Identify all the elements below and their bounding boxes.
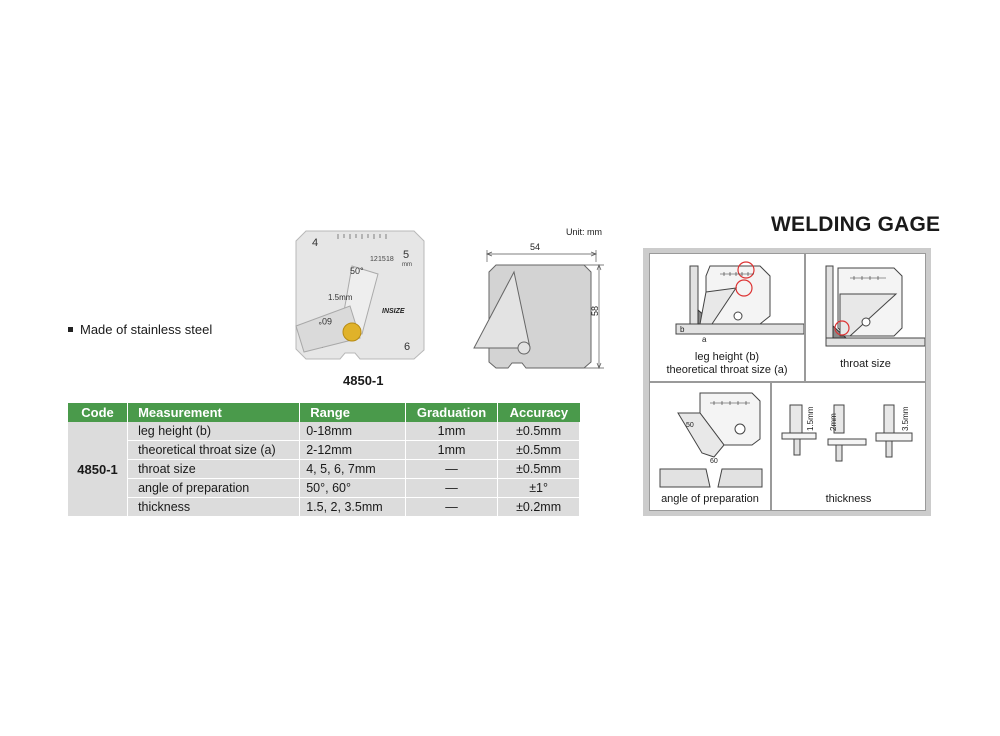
thickness-mark-1-5: 1.5mm — [806, 406, 815, 431]
table-row: theoretical throat size (a) 2-12mm 1mm ±… — [68, 440, 580, 460]
cell-range: 4, 5, 6, 7mm — [299, 459, 406, 479]
cell-range: 0-18mm — [299, 422, 406, 441]
angle-preparation-diagram: 50 60 — [659, 392, 763, 488]
photo-mark-1-5mm: 1.5mm — [328, 293, 353, 302]
photo-mark-6: 6 — [404, 341, 410, 353]
table-row: angle of preparation 50°, 60° — ±1° — [68, 478, 580, 498]
header-code: Code — [68, 403, 129, 422]
photo-mark-60: 60° — [318, 316, 332, 326]
photo-mark-15: 15 — [378, 256, 386, 263]
caption-angle-preparation: angle of preparation — [661, 493, 759, 505]
technical-drawing: 54 58 — [473, 242, 604, 369]
cell-accuracy: ±0.5mm — [497, 440, 580, 460]
caption-thickness: thickness — [825, 493, 872, 505]
cell-accuracy: ±0.5mm — [497, 459, 580, 479]
feature-text: Made of stainless steel — [80, 322, 213, 337]
cell-measurement: theoretical throat size (a) — [127, 440, 301, 460]
usage-throat-size: throat size — [805, 253, 926, 382]
red-circle-icon — [834, 320, 850, 336]
cell-measurement: thickness — [127, 497, 301, 517]
page-title: WELDING GAGE — [771, 213, 941, 236]
red-circle-icon — [735, 279, 753, 297]
header-graduation: Graduation — [405, 403, 499, 422]
cell-measurement: angle of preparation — [127, 478, 301, 498]
cell-code: 4850-1 — [68, 422, 129, 517]
table-header-row: Code Measurement Range Graduation Accura… — [68, 403, 580, 422]
dim-height: 58 — [590, 306, 600, 316]
photo-mark-mm: mm — [402, 262, 412, 268]
thickness-mark-2: 2mm — [829, 413, 838, 431]
usage-leg-height: b a leg height (b) theoretical throat si… — [649, 253, 805, 382]
throat-size-diagram — [825, 265, 925, 347]
cell-range: 1.5, 2, 3.5mm — [299, 497, 406, 517]
red-circle-icon — [737, 261, 755, 279]
cell-accuracy: ±0.5mm — [497, 422, 580, 441]
cell-graduation: 1mm — [405, 422, 499, 441]
thickness-mark-3-5: 3.5mm — [901, 406, 910, 431]
thickness-diagram: 1.5mm 2mm 3.5mm — [781, 404, 913, 462]
photo-mark-12: 12 — [370, 256, 378, 263]
table-row: 4850-1 leg height (b) 0-18mm 1mm ±0.5mm — [68, 422, 580, 517]
model-code: 4850-1 — [343, 373, 384, 388]
cell-graduation: 1mm — [405, 440, 499, 460]
cell-measurement: leg height (b) — [127, 422, 301, 441]
table-row: throat size 4, 5, 6, 7mm — ±0.5mm — [68, 459, 580, 479]
header-accuracy: Accuracy — [497, 403, 580, 422]
caption-leg-height: leg height (b) — [694, 351, 760, 363]
cell-measurement: throat size — [127, 459, 301, 479]
bullet-square-icon — [68, 327, 73, 333]
angle-mark-50: 50 — [686, 422, 694, 429]
angle-mark-60: 60 — [710, 458, 718, 465]
cell-range: 2-12mm — [299, 440, 406, 460]
header-range: Range — [299, 403, 406, 422]
photo-mark-18: 18 — [386, 256, 394, 263]
cell-range: 50°, 60° — [299, 478, 406, 498]
cell-accuracy: ±0.2mm — [497, 497, 580, 517]
photo-yellow-dot — [342, 322, 362, 342]
cell-accuracy: ±1° — [497, 478, 580, 498]
product-photo: 4 5 6 7 12 15 18 mm 50° 1.5mm INSIZE 60° — [295, 230, 425, 360]
label-a: a — [702, 335, 707, 344]
spec-table: Code Measurement Range Graduation Accura… — [68, 403, 580, 517]
table-row: thickness 1.5, 2, 3.5mm — ±0.2mm — [68, 497, 580, 517]
photo-mark-4: 4 — [312, 237, 318, 249]
photo-scale-ticks — [337, 234, 387, 239]
photo-mark-50: 50° — [350, 266, 364, 276]
leg-height-diagram: b a — [675, 261, 804, 344]
photo-insize-logo: INSIZE — [382, 308, 405, 315]
label-b: b — [680, 325, 685, 334]
usage-panel: b a leg height (b) theoretical throat si… — [643, 248, 931, 516]
usage-angle-preparation: 50 60 angle of preparation — [649, 382, 771, 511]
cell-graduation: — — [405, 497, 499, 517]
header-measurement: Measurement — [127, 403, 301, 422]
feature-bullet: Made of stainless steel — [68, 322, 212, 337]
photo-mark-5: 5 — [403, 249, 409, 261]
caption-throat-size: throat size — [840, 358, 891, 370]
cell-graduation: — — [405, 459, 499, 479]
unit-label: Unit: mm — [566, 227, 602, 237]
usage-thickness: 1.5mm 2mm 3.5mm thickness — [771, 382, 926, 511]
dim-width: 54 — [530, 242, 540, 252]
cell-graduation: — — [405, 478, 499, 498]
caption-throat-theoretical: theoretical throat size (a) — [666, 364, 788, 376]
